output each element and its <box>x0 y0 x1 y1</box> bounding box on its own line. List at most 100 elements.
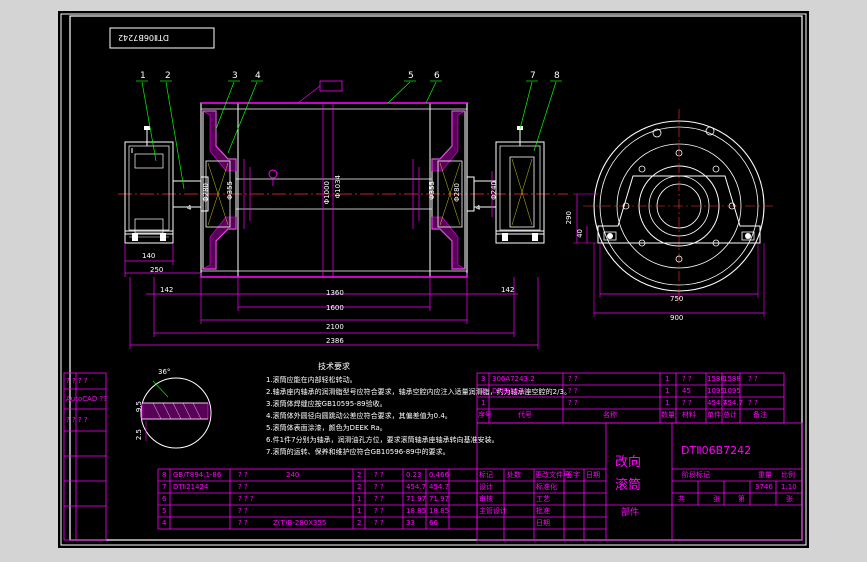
tb-design: 设计 <box>479 483 493 491</box>
balloon-8: 8 <box>554 71 560 81</box>
tb-count: 处数 <box>507 471 521 479</box>
dim-900: 900 <box>670 314 684 322</box>
tb-date2: 日期 <box>536 519 550 527</box>
low-r5-qty: 2 <box>357 519 362 527</box>
low-r1-no: 8 <box>162 471 167 479</box>
up-r2-mat: 45 <box>682 387 691 395</box>
up-r1-name: ? ? <box>568 375 578 383</box>
low-r2-no: 7 <box>162 483 167 491</box>
low-r4-no: 5 <box>162 507 167 515</box>
balloon-4: 4 <box>255 71 261 81</box>
low-r1-name: ? ? <box>238 471 248 479</box>
low-r2-code: DTⅡ21424 <box>173 483 209 491</box>
weld-symbol <box>319 80 343 92</box>
sheet-weight-label: 重量 <box>758 471 772 479</box>
up-r1-qty: 1 <box>665 375 670 383</box>
up-hdr-w2: 总计 <box>723 411 737 419</box>
low-r5-no: 4 <box>162 519 167 527</box>
up-r1-no: 3 <box>481 375 486 383</box>
dim-140: 140 <box>142 252 156 260</box>
dim-phi1000: Φ1000 <box>323 181 331 205</box>
dim-phi280-right: Φ280 <box>453 183 461 202</box>
low-r1-mat: ? ? <box>374 471 384 479</box>
tb-std: 标准化 <box>536 483 557 491</box>
up-hdr-no: 序号 <box>478 411 492 419</box>
cad-viewport[interactable]: DTⅡ06B7242 1 2 3 4 5 6 7 8 140 250 142 1… <box>58 11 809 548</box>
low-r1-qty: 2 <box>357 471 362 479</box>
up-r1-note: ? ? <box>748 375 758 383</box>
balloon-3: 3 <box>232 71 238 81</box>
up-r3-w1: 454.7 <box>707 399 728 407</box>
title-block-grid <box>476 422 803 541</box>
scale-value: 1:10 <box>781 483 797 491</box>
low-r5-w1: 33 <box>406 519 415 527</box>
tech-req-item-5: 5.滚筒体表面涂漆，颜色为DEEK Ra。 <box>266 424 387 432</box>
low-r4-w1: 18.85 <box>406 507 427 515</box>
up-hdr-code: 代号 <box>518 411 532 419</box>
tech-req-title: 技术要求 <box>318 362 350 371</box>
dim-2-5: 2.5 <box>135 429 143 441</box>
drawing-code-top: DTⅡ06B7242 <box>118 33 170 42</box>
dim-750: 750 <box>670 295 684 303</box>
dim-290: 290 <box>565 211 573 225</box>
up-r2-qty: 1 <box>665 387 670 395</box>
balloon-6: 6 <box>434 71 440 81</box>
end-view <box>573 109 776 317</box>
weight-value: 3746 <box>755 483 773 491</box>
low-r5-w2: 66 <box>429 519 438 527</box>
up-r1-mat: ? ? <box>682 375 692 383</box>
tb-main-design: 主管设计 <box>479 507 507 515</box>
dim-phi355-left: Φ355 <box>226 181 234 200</box>
up-r3-no: 1 <box>481 399 486 407</box>
up-hdr-qty: 数量 <box>661 411 675 419</box>
up-r1-code: 306A7243.2 <box>492 375 535 383</box>
detail-view <box>140 377 212 449</box>
balloon-5: 5 <box>408 71 414 81</box>
outer-frame <box>60 13 807 546</box>
sheet-total: 共 <box>678 495 685 503</box>
dim-4-right: 4 <box>476 204 481 212</box>
dim-250: 250 <box>150 266 164 274</box>
dim-1360: 1360 <box>326 289 344 297</box>
tech-req-item-7: 7.滚筒的运转、保养和维护应符合GB10596-89中的要求。 <box>266 448 450 456</box>
balloon-7: 7 <box>530 71 536 81</box>
sheet-scale-label: 比例 <box>781 471 795 479</box>
revision-strip-grid <box>63 372 107 541</box>
dim-2100: 2100 <box>326 323 344 331</box>
dim-phi240: Φ240 <box>490 181 498 200</box>
tech-req-item-6: 6.件1件7分别为轴承，润滑油孔方位，要求滚筒轴承座轴承转向基准安装。 <box>266 436 499 444</box>
low-r3-w1: 71.97 <box>406 495 427 503</box>
title-drawing-code: DTⅡ06B7242 <box>681 444 752 457</box>
drawing-sheet <box>60 13 807 546</box>
up-hdr-mat: 材料 <box>682 411 696 419</box>
low-r5-spec: Z(T)B-280X355 <box>273 519 327 527</box>
low-r4-qty: 1 <box>357 507 362 515</box>
low-r2-qty: 2 <box>357 483 362 491</box>
dim-phi280-left: Φ280 <box>202 183 210 202</box>
low-r1-code: GB/T894.1-86 <box>173 471 222 479</box>
up-r2-code: DTⅡ01224 <box>492 387 528 395</box>
dim-phi355-right: Φ355 <box>428 181 436 200</box>
low-r3-name: ? ? ? <box>238 495 254 503</box>
low-r5-mat: ? ? <box>374 519 384 527</box>
lower-parts-table-grid <box>157 468 478 530</box>
drawing-code-box <box>109 27 215 49</box>
up-r2-w2: 1095 <box>723 387 741 395</box>
up-r3-name: ? ? <box>568 399 578 407</box>
up-r1-w1: 1588 <box>707 375 725 383</box>
tech-req-item-1: 1.滚筒应能在内部轻松转动。 <box>266 376 357 384</box>
dimension-lines <box>124 103 539 349</box>
low-r4-w2: 18.85 <box>429 507 450 515</box>
dim-142-left: 142 <box>160 286 174 294</box>
sheet-page: 第 <box>738 495 745 503</box>
right-bearing-block <box>495 126 545 244</box>
up-hdr-note: 备注 <box>753 411 767 419</box>
tech-req-item-2: 2.轴承座内轴承的润滑脂型号应符合要求，轴承空腔内应注入适量润滑脂，约为轴承座空… <box>266 388 571 396</box>
left-bearing-block <box>124 126 174 244</box>
low-r1-w1: 0.23 <box>406 471 422 479</box>
sheet-stage: 阶段标记 <box>682 471 710 479</box>
low-r2-w1: 454.7 <box>406 483 427 491</box>
low-r3-qty: 1 <box>357 495 362 503</box>
dim-4-left: 4 <box>187 204 192 212</box>
up-r2-name: ? ? <box>568 387 578 395</box>
